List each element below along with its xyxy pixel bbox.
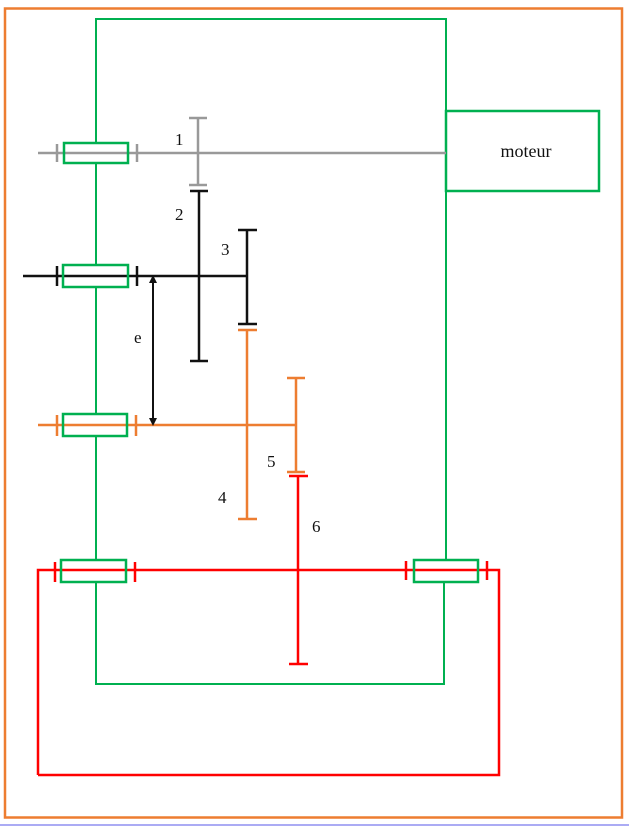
bearing-input-shaft [62, 141, 130, 165]
output-shaft [36, 474, 501, 777]
second-shaft [38, 328, 305, 521]
housing-frame-bottom [95, 582, 445, 685]
gear-6-label: 6 [312, 517, 321, 536]
outer-frame [3, 7, 624, 819]
bearing-intermediate-shaft [61, 263, 130, 289]
bearing-output-right [412, 558, 480, 584]
motor-box [444, 109, 601, 193]
distance-e-label: e [134, 328, 142, 347]
bearing-output-left [59, 558, 128, 584]
bearing-second-shaft [61, 412, 129, 438]
intermediate-shaft [23, 189, 257, 363]
input-shaft [38, 116, 446, 187]
gear-2-label: 2 [175, 205, 184, 224]
motor-label: moteur [501, 141, 552, 161]
motor: moteur [444, 109, 601, 193]
gear-3-label: 3 [221, 240, 230, 259]
gear-4-label: 4 [218, 488, 227, 507]
bearings [59, 141, 480, 584]
housing-frame-top [95, 18, 447, 143]
output-shaft-loop [36, 568, 501, 777]
gear-5-label: 5 [267, 452, 276, 471]
gear-1-label: 1 [175, 130, 184, 149]
housing [95, 18, 447, 685]
